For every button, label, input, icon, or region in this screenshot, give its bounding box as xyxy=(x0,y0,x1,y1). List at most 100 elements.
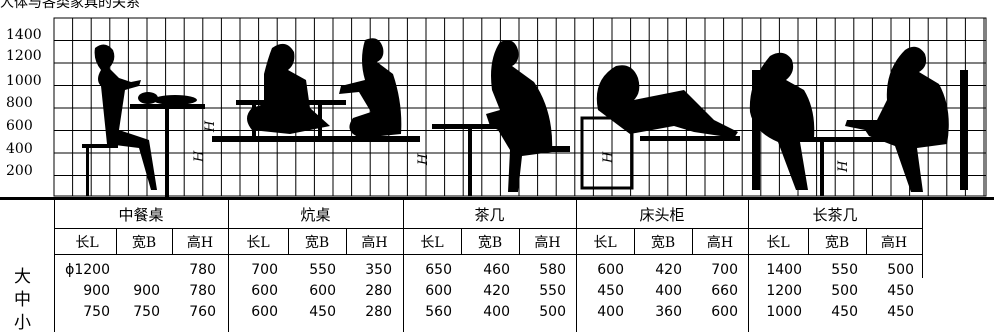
dimension-cell: 450 xyxy=(887,283,914,299)
table-divider xyxy=(922,200,923,278)
size-label-small: 小 xyxy=(14,313,31,333)
dimension-cell: 550 xyxy=(309,262,336,278)
dimension-cell: 760 xyxy=(189,304,216,320)
kang-table-scene xyxy=(212,38,420,142)
bed xyxy=(640,136,740,141)
armchair xyxy=(520,146,570,152)
size-label-medium: 中 xyxy=(14,290,31,310)
group-header-tea-table: 茶几 xyxy=(474,206,505,224)
column-header-height: 高H xyxy=(706,235,734,251)
dimension-cell: 460 xyxy=(483,262,510,278)
tea-table-scene xyxy=(432,40,570,196)
scale-label-1200: 1200 xyxy=(6,48,42,64)
dimension-cell: 600 xyxy=(597,262,624,278)
dimension-cell: 400 xyxy=(483,304,510,320)
dimension-cell: 600 xyxy=(309,283,336,299)
column-header-width: 宽B xyxy=(304,235,330,251)
long-tea-table-top xyxy=(786,137,922,142)
seated-person-left-silhouette xyxy=(749,52,815,190)
bedside-cabinet xyxy=(580,116,634,190)
column-divider xyxy=(116,229,117,254)
armchair-right xyxy=(960,70,968,190)
dining-table-top xyxy=(130,104,205,109)
group-header-long-tea-table: 长茶几 xyxy=(812,206,858,224)
dimension-cell: 360 xyxy=(655,304,682,320)
bedside-cabinet-scene xyxy=(580,65,740,190)
dimension-cell: 560 xyxy=(425,304,452,320)
dimension-cell: 420 xyxy=(655,262,682,278)
column-divider xyxy=(519,229,520,254)
kang-table-leg-2 xyxy=(318,105,322,136)
dimension-cell: 780 xyxy=(189,283,216,299)
column-header-length: 长L xyxy=(246,235,270,251)
dimension-cell: 750 xyxy=(83,304,110,320)
scale-label-1400: 1400 xyxy=(6,27,42,43)
group-header-dining-table: 中餐桌 xyxy=(118,206,164,224)
dimension-cell: 900 xyxy=(83,283,110,299)
seated-person-left-silhouette xyxy=(247,43,330,135)
dimension-cell: 400 xyxy=(655,283,682,299)
scale-label-600: 600 xyxy=(6,118,33,134)
column-header-height: 高H xyxy=(186,235,214,251)
group-header-bedside-cabinet: 床头柜 xyxy=(639,206,685,224)
dimension-cell: 1400 xyxy=(766,262,802,278)
column-header-length: 长L xyxy=(420,235,444,251)
column-header-width: 宽B xyxy=(650,235,676,251)
dimension-cell: 450 xyxy=(309,304,336,320)
column-header-length: 长L xyxy=(766,235,790,251)
scale-label-1000: 1000 xyxy=(6,73,42,89)
dimension-cell: 450 xyxy=(831,304,858,320)
dimension-cell: 450 xyxy=(887,304,914,320)
table-header-rule xyxy=(54,228,922,229)
column-header-width: 宽B xyxy=(477,235,503,251)
column-divider xyxy=(346,229,347,254)
dimension-cell: 500 xyxy=(887,262,914,278)
dimension-cell: 280 xyxy=(365,283,392,299)
dining-table-leg xyxy=(165,109,169,197)
kang-table-leg xyxy=(252,105,256,136)
dimension-cell: 580 xyxy=(539,262,566,278)
column-divider xyxy=(461,229,462,254)
dimension-cell: 600 xyxy=(251,304,278,320)
seated-person-right-silhouette xyxy=(845,46,949,192)
column-divider xyxy=(172,229,173,254)
tea-table-top xyxy=(432,124,498,129)
table-divider xyxy=(576,200,577,332)
dimension-cell: 420 xyxy=(483,283,510,299)
dining-chair-leg xyxy=(86,148,89,196)
seated-person-right-silhouette xyxy=(339,38,402,139)
table-divider xyxy=(54,200,55,332)
dimension-cell: 280 xyxy=(365,304,392,320)
dimension-cell: 350 xyxy=(365,262,392,278)
dimension-cell: 780 xyxy=(189,262,216,278)
dining-chair-seat xyxy=(82,144,118,148)
dimension-cell: 450 xyxy=(597,283,624,299)
table-divider xyxy=(403,200,404,332)
figure-caption: 人体与各类家具的关系 xyxy=(0,0,140,11)
column-divider xyxy=(288,229,289,254)
seated-person-silhouette xyxy=(486,40,553,193)
height-marker: H xyxy=(192,150,207,163)
column-header-height: 高H xyxy=(361,235,388,251)
dimension-cell: 750 xyxy=(133,304,160,320)
table-divider xyxy=(748,200,749,332)
height-marker: H xyxy=(601,151,616,164)
dimension-cell: 500 xyxy=(831,283,858,299)
column-divider xyxy=(692,229,693,254)
long-tea-table-leg xyxy=(820,142,824,196)
height-marker: H xyxy=(203,120,218,133)
column-header-width: 宽B xyxy=(824,235,850,251)
dimension-cell: 1200 xyxy=(766,283,802,299)
kang-table-top xyxy=(236,100,346,105)
dimension-cell: 600 xyxy=(711,304,738,320)
dimension-cell: 700 xyxy=(251,262,278,278)
kang-platform xyxy=(212,136,420,142)
tea-table-leg xyxy=(468,129,472,196)
dimension-cell: 600 xyxy=(425,283,452,299)
dimension-cell: 1000 xyxy=(766,304,802,320)
height-marker: H xyxy=(836,160,851,173)
dimension-cell: 400 xyxy=(597,304,624,320)
scale-label-200: 200 xyxy=(6,163,33,179)
dimension-cell: 500 xyxy=(539,304,566,320)
column-divider xyxy=(866,229,867,254)
